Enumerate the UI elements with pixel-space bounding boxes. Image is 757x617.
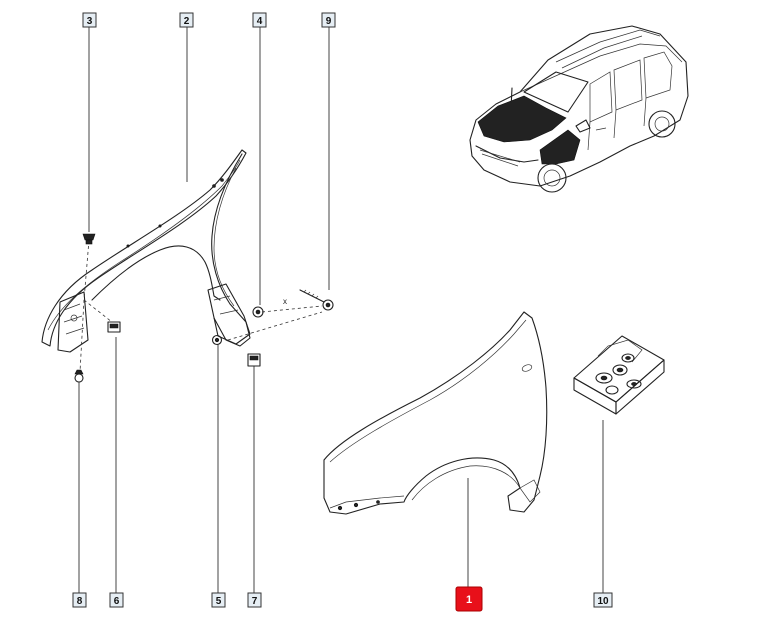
vehicle-door-lines [587, 97, 647, 151]
vehicle-grille [475, 145, 539, 163]
callout-10[interactable]: 10 [593, 592, 613, 608]
callout-1-highlighted[interactable]: 1 [455, 586, 483, 612]
fender-rear-edge [211, 153, 251, 347]
fender-wheel-arch [91, 245, 221, 301]
clip-part-3 [82, 233, 96, 245]
fender-rear-flange [213, 167, 237, 307]
front-bracket-detail [63, 303, 85, 335]
fender-outline [323, 311, 548, 515]
kit-box-side [615, 359, 665, 415]
svg-text:2: 2 [184, 16, 190, 27]
vehicle-body [469, 25, 689, 187]
vehicle-hood [477, 95, 567, 143]
assembly-line-bracket [83, 299, 113, 323]
callout-5[interactable]: 5 [211, 592, 226, 608]
bolt-part-5 [211, 334, 223, 346]
assembly-line-lower [227, 311, 323, 341]
svg-text:6: 6 [114, 596, 120, 607]
vehicle-front-fender [539, 129, 581, 165]
svg-text:9: 9 [326, 16, 332, 27]
vehicle-windshield [523, 71, 589, 113]
vehicle-roof-rails [555, 29, 661, 69]
rear-bracket-detail [213, 295, 239, 315]
fender-upper-flange [329, 319, 527, 463]
bolt-part-9 [299, 289, 334, 311]
callout-9[interactable]: 9 [321, 12, 336, 28]
exploded-fender-assembly: x [41, 149, 323, 373]
vehicle-side-windows [589, 51, 673, 123]
callout-6[interactable]: 6 [109, 592, 124, 608]
clip-part-8 [74, 369, 84, 383]
leader-lines [78, 27, 604, 593]
callout-8[interactable]: 8 [72, 592, 87, 608]
vehicle-front-wheel [537, 163, 567, 193]
svg-text:8: 8 [77, 596, 83, 607]
clip-part-7 [247, 353, 261, 367]
front-bracket [57, 291, 89, 353]
kit-box-lid [597, 339, 643, 363]
x-mark: x [283, 297, 287, 306]
fender-top-edge [41, 149, 247, 347]
kit-box-front [573, 377, 617, 415]
front-bracket-hole [70, 314, 78, 322]
vehicle-hood-line [509, 87, 513, 131]
callout-7[interactable]: 7 [247, 592, 262, 608]
vehicle-rear-wheel [648, 110, 676, 138]
clip-part-6 [107, 321, 121, 333]
fender-arch-inner [411, 465, 521, 501]
kit-box-contents [595, 353, 642, 395]
svg-text:5: 5 [216, 596, 222, 607]
vehicle-thumbnail [469, 25, 689, 193]
assembly-line-front [79, 239, 90, 373]
fender-part-1 [323, 311, 548, 515]
callout-4[interactable]: 4 [252, 12, 267, 28]
callout-2[interactable]: 2 [179, 12, 194, 28]
svg-text:7: 7 [252, 596, 258, 607]
rear-bracket [207, 283, 251, 345]
vehicle-grille-bars [479, 149, 521, 167]
fender-rear-bracket [519, 479, 541, 503]
vehicle-mirror [575, 119, 591, 133]
vehicle-roof [519, 43, 683, 93]
nut-part-4 [252, 306, 264, 318]
fender-repeater-hole [521, 364, 533, 372]
fasteners [74, 233, 334, 383]
svg-text:10: 10 [597, 596, 609, 607]
svg-text:4: 4 [257, 16, 263, 27]
assembly-line-bolt [261, 305, 323, 313]
kit-box-part-10 [573, 335, 665, 415]
svg-text:1: 1 [466, 594, 472, 606]
svg-text:3: 3 [87, 16, 93, 27]
callout-3[interactable]: 3 [82, 12, 97, 28]
fender-bottom-trim [329, 495, 405, 509]
fender-edge-dots [126, 178, 224, 248]
